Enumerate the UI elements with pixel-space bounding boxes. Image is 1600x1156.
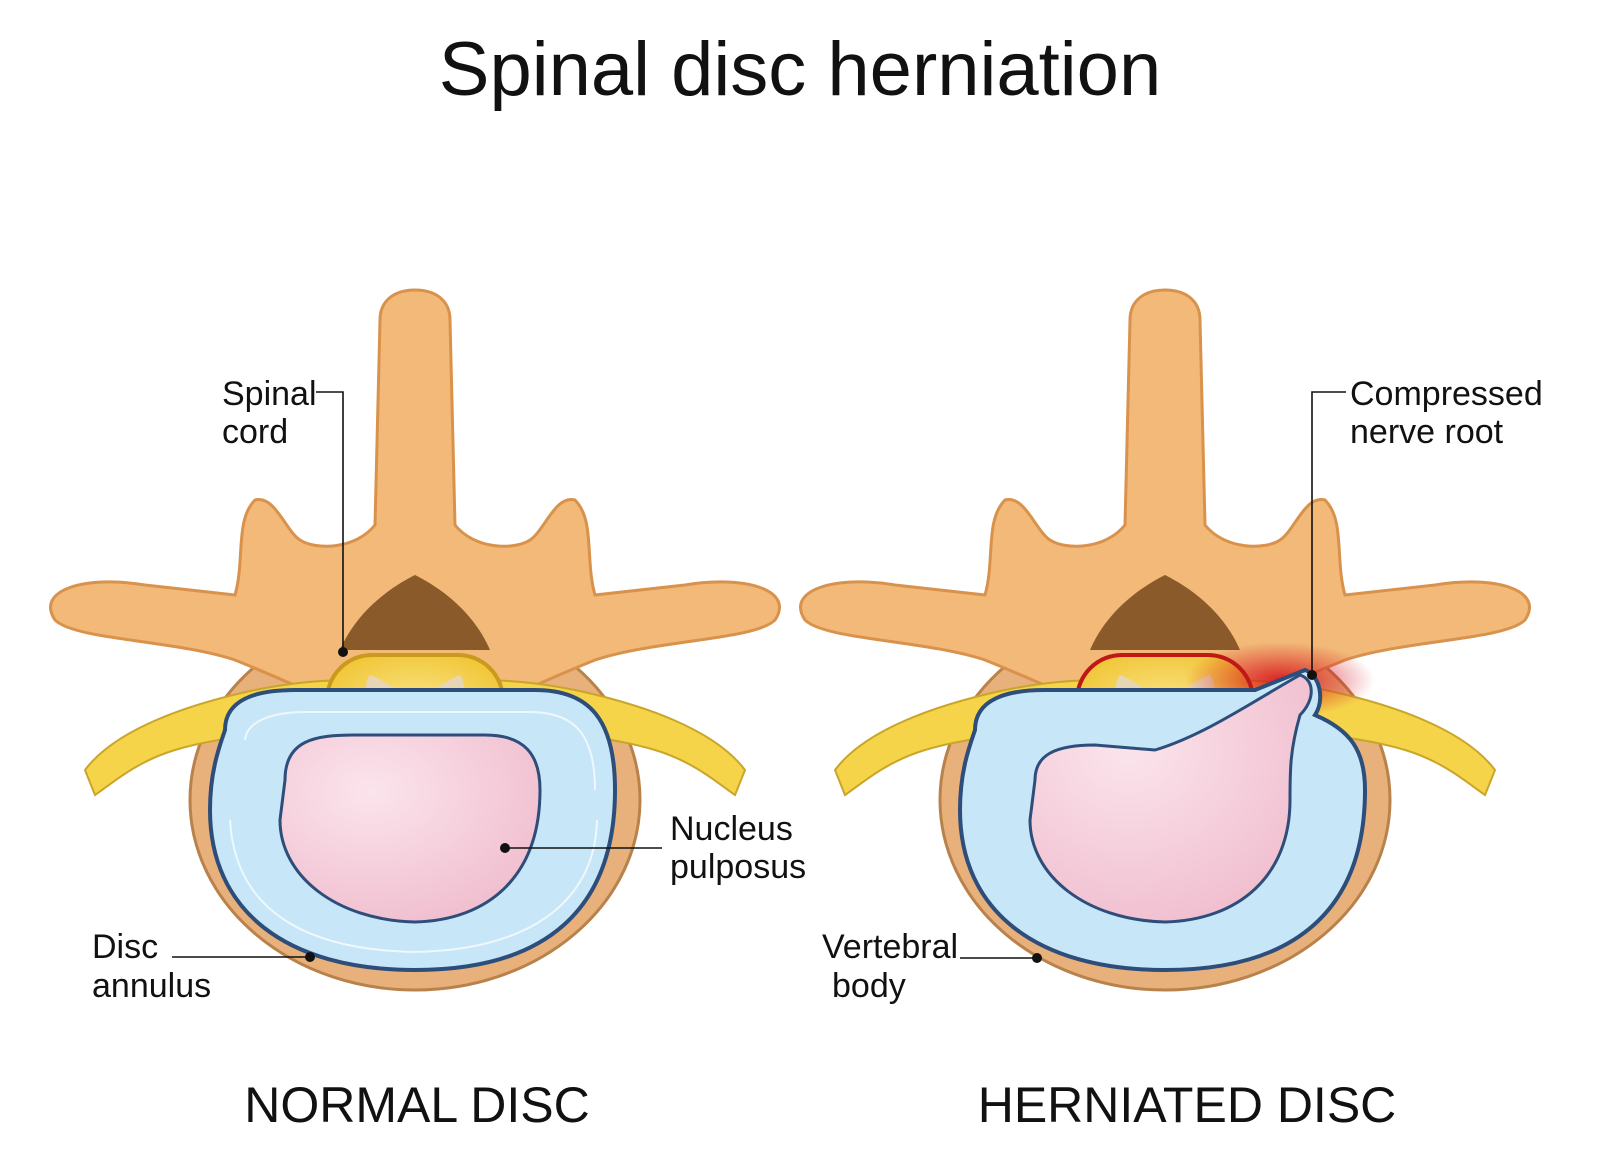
disc-annulus-label-line1: Disc: [92, 928, 158, 966]
spinal-cord-label-line1: Spinal: [222, 375, 317, 413]
callout-spinal-cord: Spinal cord: [222, 375, 348, 657]
nucleus-pulposus-label-line2: pulposus: [670, 848, 806, 886]
disc-annulus-label-line2: annulus: [92, 967, 211, 1005]
nucleus-pulposus-label-line1: Nucleus: [670, 810, 793, 848]
vertebral-body-label-line1: Vertebral: [822, 928, 958, 966]
compressed-nerve-root-label-line2: nerve root: [1350, 413, 1504, 451]
herniated-vertebra: [798, 288, 1532, 992]
compressed-nerve-root-label-line1: Compressed: [1350, 375, 1543, 413]
herniated-disc-caption: HERNIATED DISC: [978, 1077, 1397, 1133]
callout-vertebral-body: Vertebral body: [822, 928, 1042, 1005]
normal-vertebra: [48, 288, 782, 992]
page-title: Spinal disc herniation: [439, 27, 1161, 112]
spinal-cord-label-line2: cord: [222, 413, 288, 451]
normal-disc-caption: NORMAL DISC: [244, 1077, 589, 1133]
vertebral-body-label-line2: body: [832, 967, 906, 1005]
callout-nucleus-pulposus: Nucleus pulposus: [500, 810, 806, 886]
callout-disc-annulus: Disc annulus: [92, 928, 315, 1005]
herniated-nucleus-pulposus: [1028, 673, 1313, 924]
callout-compressed-nerve-root: Compressed nerve root: [1307, 375, 1543, 680]
normal-nucleus-pulposus: [278, 733, 542, 924]
